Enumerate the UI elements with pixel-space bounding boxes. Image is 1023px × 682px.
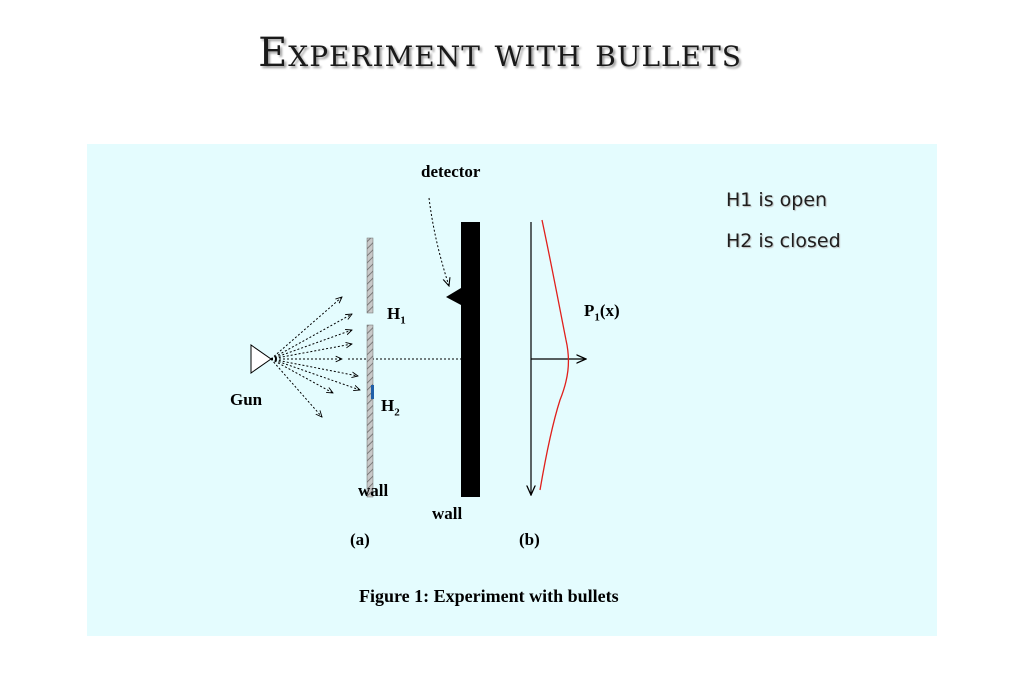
slide-title: Experiment with bullets: [258, 30, 742, 76]
first-wall: [366, 237, 374, 498]
h2-closed-marker: [371, 385, 374, 399]
second-wall-label: wall: [432, 504, 463, 523]
gun-icon: [250, 344, 272, 374]
panel-a-label: (a): [350, 530, 370, 549]
h1-label: H1: [387, 304, 406, 327]
figure-panel: [87, 144, 937, 636]
panel-b-label: (b): [519, 530, 540, 549]
probability-label: P1(x): [584, 301, 620, 324]
detector-label: detector: [421, 162, 481, 181]
detector-pointer: [428, 197, 449, 286]
h1-status-text: H1 is open: [726, 189, 828, 211]
probability-curve: [539, 219, 570, 491]
h2-status-text: H2 is closed: [726, 230, 841, 252]
first-wall-label: wall: [358, 481, 389, 500]
second-wall: [461, 222, 480, 497]
gun-label: Gun: [230, 390, 263, 409]
h2-label: H2: [381, 396, 400, 419]
detector-icon: [446, 288, 461, 305]
figure-caption: Figure 1: Experiment with bullets: [359, 586, 619, 606]
bullet-trajectories: [270, 297, 461, 417]
